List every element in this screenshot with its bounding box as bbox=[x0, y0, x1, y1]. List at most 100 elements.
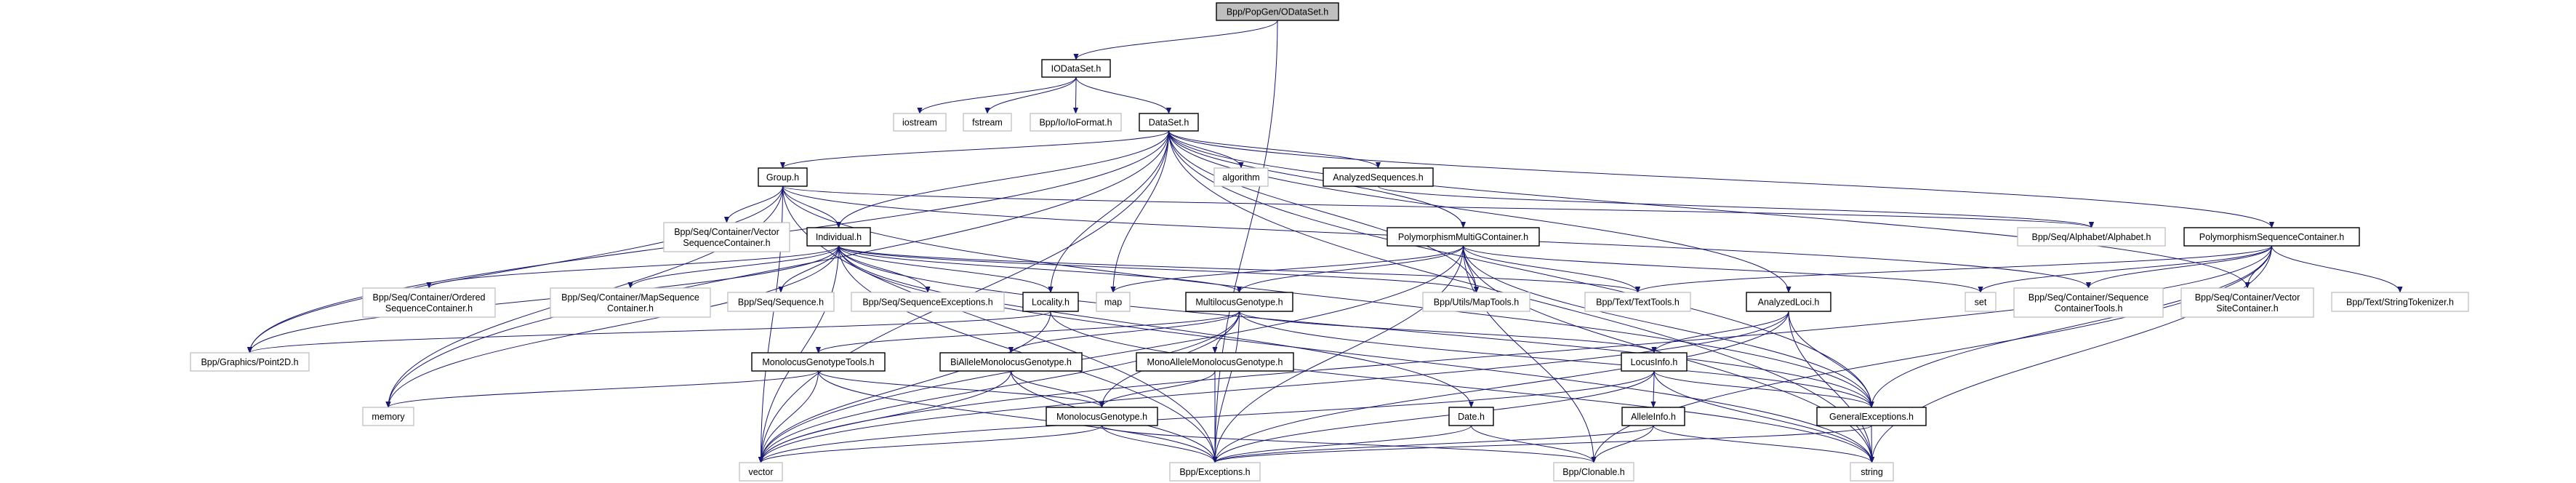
node-genexc[interactable]: GeneralExceptions.h bbox=[1816, 407, 1927, 426]
edge-polymultig-to-vector bbox=[758, 245, 1464, 463]
edge-polymultig-to-multilocus bbox=[1236, 245, 1464, 293]
edge-locality-to-point2d bbox=[247, 311, 1051, 354]
node-strtok: Bpp/Text/StringTokenizer.h bbox=[2331, 292, 2469, 312]
edge-individual-to-string bbox=[838, 245, 1875, 463]
edge-biallele-to-monolocus bbox=[1011, 370, 1105, 408]
edge-individual-to-sequence bbox=[778, 245, 839, 293]
node-label: PolymorphismSequenceContainer.h bbox=[2199, 232, 2344, 242]
edge-iodataset-to-fstream bbox=[984, 76, 1077, 114]
node-set: set bbox=[1965, 292, 1997, 312]
node-label: iostream bbox=[902, 118, 937, 128]
node-exceptions: Bpp/Exceptions.h bbox=[1169, 462, 1261, 482]
node-label: map bbox=[1104, 298, 1122, 308]
edge-individual-to-point2d bbox=[246, 245, 839, 354]
node-label: Bpp/Graphics/Point2D.h bbox=[201, 357, 298, 367]
node-vector: vector bbox=[739, 462, 783, 482]
node-date[interactable]: Date.h bbox=[1448, 407, 1494, 426]
edge-group-to-vecseqcont bbox=[723, 185, 783, 223]
edge-monolocus-to-exceptions bbox=[1102, 425, 1218, 463]
edge-analyzedseq-to-alphabet bbox=[1378, 185, 2094, 228]
node-label: Bpp/Text/StringTokenizer.h bbox=[2346, 298, 2454, 308]
node-label: Bpp/Seq/Container/MapSequence bbox=[561, 292, 699, 303]
node-individual[interactable]: Individual.h bbox=[806, 227, 871, 247]
node-polymultig[interactable]: PolymorphismMultiGContainer.h bbox=[1387, 227, 1540, 247]
edge-individual-to-multilocus bbox=[838, 245, 1242, 293]
node-monotools[interactable]: MonolocusGenotypeTools.h bbox=[751, 352, 886, 372]
node-label: vector bbox=[748, 467, 773, 477]
node-label: Locality.h bbox=[1032, 298, 1070, 308]
edge-odataset-to-iodataset bbox=[1073, 20, 1278, 60]
node-locality[interactable]: Locality.h bbox=[1022, 292, 1079, 312]
node-group[interactable]: Group.h bbox=[758, 167, 808, 187]
edge-analyzedloci-to-string bbox=[1788, 311, 1875, 463]
node-label: AnalyzedLoci.h bbox=[1758, 298, 1820, 308]
node-label: GeneralExceptions.h bbox=[1829, 412, 1914, 422]
edge-monotools-to-memory bbox=[385, 370, 819, 408]
node-label: Bpp/Io/IoFormat.h bbox=[1039, 118, 1112, 128]
edge-biallele-to-vector bbox=[758, 370, 1011, 463]
node-dataset[interactable]: DataSet.h bbox=[1139, 113, 1199, 132]
edge-dataset-to-analyzedloci bbox=[1168, 130, 1791, 293]
edge-locusinfo-to-genexc bbox=[1653, 370, 1874, 408]
node-analyzedseq[interactable]: AnalyzedSequences.h bbox=[1323, 167, 1434, 187]
node-analyzedloci[interactable]: AnalyzedLoci.h bbox=[1746, 292, 1831, 312]
edge-polymultig-to-exceptions bbox=[1212, 245, 1464, 463]
edge-genexc-to-string bbox=[1869, 425, 1875, 463]
node-monoallele[interactable]: MonoAlleleMonolocusGenotype.h bbox=[1136, 352, 1294, 372]
node-label: LocusInfo.h bbox=[1631, 357, 1678, 367]
edge-polymultig-to-set bbox=[1463, 245, 1983, 293]
edge-polyseqcont-to-seqconttools bbox=[2085, 245, 2272, 289]
edge-monotools-to-vector bbox=[758, 370, 819, 463]
node-label: set bbox=[1975, 298, 1987, 308]
node-iostream: iostream bbox=[893, 113, 947, 132]
node-alleleinfo[interactable]: AlleleInfo.h bbox=[1621, 407, 1685, 426]
node-biallele[interactable]: BiAlleleMonolocusGenotype.h bbox=[939, 352, 1083, 372]
edge-dataset-to-individual bbox=[835, 130, 1169, 228]
edge-analyzedloci-to-exceptions bbox=[1212, 311, 1789, 463]
edges bbox=[246, 20, 2403, 463]
node-map: map bbox=[1096, 292, 1131, 312]
edge-monotools-to-exceptions bbox=[818, 370, 1218, 463]
edge-alleleinfo-to-clonable bbox=[1591, 425, 1654, 463]
edge-dataset-to-vecsitecont bbox=[1168, 130, 2250, 289]
node-label: Bpp/Seq/Alphabet/Alphabet.h bbox=[2031, 232, 2151, 242]
node-multilocus[interactable]: MultilocusGenotype.h bbox=[1185, 292, 1293, 312]
node-label: Date.h bbox=[1458, 412, 1485, 422]
node-label: MultilocusGenotype.h bbox=[1195, 298, 1283, 308]
edge-date-to-exceptions bbox=[1212, 425, 1472, 463]
node-label: Bpp/Seq/Container/Vector bbox=[674, 227, 779, 237]
node-seqconttools: Bpp/Seq/Container/SequenceContainerTools… bbox=[2013, 287, 2164, 318]
edge-locusinfo-to-vector bbox=[758, 370, 1655, 463]
edge-dataset-to-polyseqcont bbox=[1168, 130, 2274, 228]
edge-odataset-to-exceptions bbox=[1212, 20, 1278, 463]
node-locusinfo[interactable]: LocusInfo.h bbox=[1621, 352, 1688, 372]
edge-locusinfo-to-exceptions bbox=[1212, 370, 1655, 463]
node-label: MonoAlleleMonolocusGenotype.h bbox=[1147, 357, 1283, 367]
edge-individual-to-texttools bbox=[838, 245, 1640, 293]
node-memory: memory bbox=[362, 407, 414, 426]
node-polyseqcont[interactable]: PolymorphismSequenceContainer.h bbox=[2183, 227, 2360, 247]
node-algorithm: algorithm bbox=[1213, 167, 1269, 187]
node-alphabet: Bpp/Seq/Alphabet/Alphabet.h bbox=[2017, 227, 2166, 247]
edge-locality-to-string bbox=[1050, 311, 1875, 463]
edge-iodataset-to-dataset bbox=[1075, 76, 1172, 114]
node-label: MonolocusGenotypeTools.h bbox=[762, 357, 874, 367]
node-sequence: Bpp/Seq/Sequence.h bbox=[727, 292, 835, 312]
node-label: Bpp/Seq/SequenceExceptions.h bbox=[862, 298, 992, 308]
node-label: BiAlleleMonolocusGenotype.h bbox=[950, 357, 1072, 367]
node-point2d: Bpp/Graphics/Point2D.h bbox=[190, 352, 310, 372]
node-iodataset[interactable]: IODataSet.h bbox=[1041, 59, 1111, 78]
edge-dataset-to-analyzedseq bbox=[1168, 130, 1381, 169]
node-clonable: Bpp/Clonable.h bbox=[1553, 462, 1634, 482]
edge-individual-to-maptools bbox=[838, 245, 1479, 293]
node-odataset[interactable]: Bpp/PopGen/ODataSet.h bbox=[1216, 2, 1339, 21]
node-label: fstream bbox=[972, 118, 1003, 128]
edge-multilocus-to-exceptions bbox=[1212, 311, 1240, 463]
node-monolocus[interactable]: MonolocusGenotype.h bbox=[1046, 407, 1158, 426]
node-label: SiteContainer.h bbox=[2216, 303, 2279, 314]
edge-analyzedloci-to-vector bbox=[758, 311, 1789, 463]
node-label: PolymorphismMultiGContainer.h bbox=[1398, 232, 1528, 242]
